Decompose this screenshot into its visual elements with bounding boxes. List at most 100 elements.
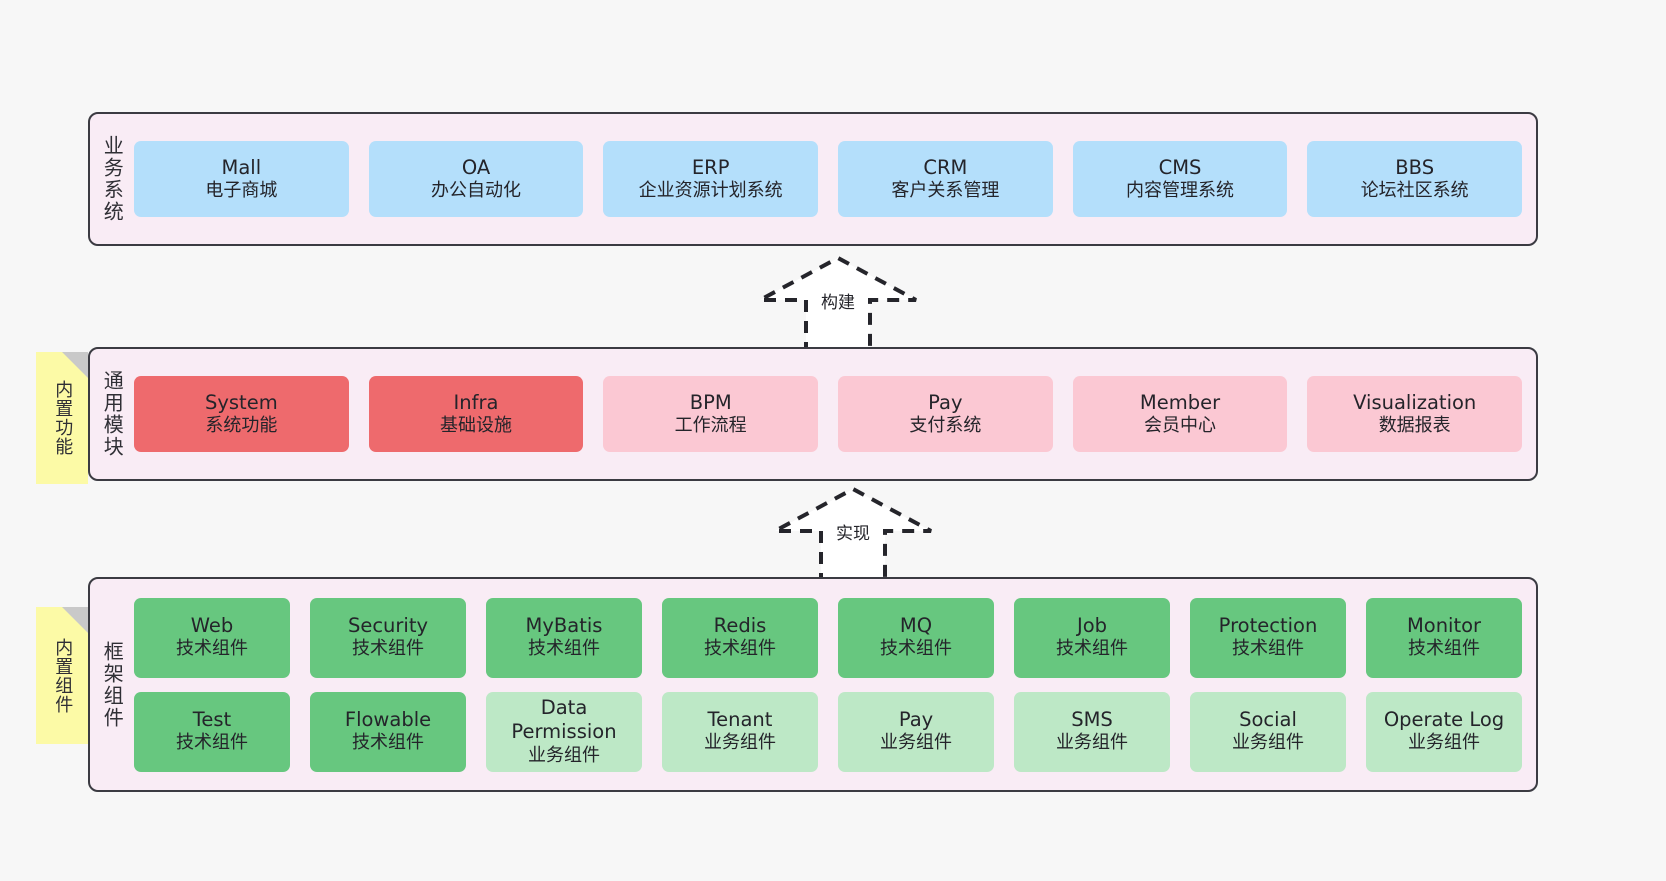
module-card-crm[interactable]: CRM 客户关系管理 <box>838 141 1053 217</box>
card-title: Infra <box>453 390 499 414</box>
card-subtitle: 技术组件 <box>880 638 952 660</box>
card-title: Operate Log <box>1383 708 1505 732</box>
component-card-social[interactable]: Social 业务组件 <box>1190 691 1346 772</box>
card-title: Monitor <box>1406 614 1482 638</box>
card-title: Member <box>1139 390 1221 414</box>
card-subtitle: 技术组件 <box>176 638 248 660</box>
component-card-web[interactable]: Web 技术组件 <box>134 597 290 678</box>
layer-label-business: 业务系统 <box>100 135 125 223</box>
component-card-data-permission[interactable]: Data Permission 业务组件 <box>486 691 642 772</box>
card-title: Web <box>190 614 234 638</box>
card-title: BPM <box>689 390 732 414</box>
card-subtitle: 会员中心 <box>1144 414 1217 436</box>
card-title: OA <box>461 155 491 179</box>
component-card-sms[interactable]: SMS 业务组件 <box>1014 691 1170 772</box>
layer-body-common: System 系统功能 Infra 基础设施 BPM 工作流程 Pay 支付系统… <box>134 349 1536 479</box>
module-card-pay[interactable]: Pay 支付系统 <box>838 376 1053 452</box>
component-card-operate-log[interactable]: Operate Log 业务组件 <box>1366 691 1522 772</box>
card-subtitle: 业务组件 <box>704 732 776 754</box>
layer-body-business: Mall 电子商城 OA 办公自动化 ERP 企业资源计划系统 CRM 客户关系… <box>134 114 1536 244</box>
layer-body-framework: Web 技术组件 Security 技术组件 MyBatis 技术组件 Redi… <box>134 579 1536 790</box>
module-card-cms[interactable]: CMS 内容管理系统 <box>1072 141 1288 217</box>
component-card-redis[interactable]: Redis 技术组件 <box>662 597 818 678</box>
sticky-note-label: 内置组件 <box>52 637 74 714</box>
card-subtitle: 支付系统 <box>909 414 982 436</box>
card-subtitle: 企业资源计划系统 <box>638 179 783 201</box>
card-title: CMS <box>1158 155 1202 179</box>
module-card-oa[interactable]: OA 办公自动化 <box>368 141 584 217</box>
card-subtitle: 业务组件 <box>1408 732 1480 754</box>
layer-label-common: 通用模块 <box>100 370 125 458</box>
card-title: MQ <box>899 614 933 638</box>
card-title: Test <box>192 708 232 732</box>
card-subtitle: 技术组件 <box>176 732 248 754</box>
layer-label-framework: 框架组件 <box>100 640 125 729</box>
card-title: CRM <box>923 155 968 179</box>
sticky-note-label: 内置功能 <box>52 380 74 456</box>
card-subtitle: 业务组件 <box>880 732 952 754</box>
card-subtitle: 业务组件 <box>1056 732 1128 754</box>
card-title: Protection <box>1218 614 1318 638</box>
card-title: Flowable <box>344 708 432 732</box>
card-row: Mall 电子商城 OA 办公自动化 ERP 企业资源计划系统 CRM 客户关系… <box>134 141 1523 217</box>
card-subtitle: 论坛社区系统 <box>1360 179 1469 201</box>
module-card-member[interactable]: Member 会员中心 <box>1072 376 1288 452</box>
arrow-up-icon <box>759 255 917 356</box>
card-title: Job <box>1076 614 1108 638</box>
card-title: Pay <box>898 708 934 732</box>
card-title: Tenant <box>707 708 773 732</box>
sticky-note-builtin-functions: 内置功能 <box>36 352 88 484</box>
card-subtitle: 技术组件 <box>1056 638 1128 660</box>
card-subtitle: 电子商城 <box>205 179 278 201</box>
card-title: Pay <box>928 390 963 414</box>
component-card-tenant[interactable]: Tenant 业务组件 <box>662 691 818 772</box>
connector-arrow-build: 构建 <box>748 252 928 362</box>
card-subtitle: 技术组件 <box>528 638 600 660</box>
layer-panel-framework: 框架组件 Web 技术组件 Security 技术组件 MyBatis 技术组件… <box>88 577 1538 792</box>
card-subtitle: 技术组件 <box>704 638 776 660</box>
component-card-mq[interactable]: MQ 技术组件 <box>838 597 994 678</box>
card-title: MyBatis <box>525 614 603 638</box>
card-subtitle: 技术组件 <box>1232 638 1304 660</box>
card-row: System 系统功能 Infra 基础设施 BPM 工作流程 Pay 支付系统… <box>134 376 1523 452</box>
module-card-bpm[interactable]: BPM 工作流程 <box>603 376 819 452</box>
card-title: Mall <box>221 155 262 179</box>
layer-panel-business: 业务系统 Mall 电子商城 OA 办公自动化 ERP 企业资源计划系统 CRM… <box>88 112 1538 246</box>
component-card-job[interactable]: Job 技术组件 <box>1014 597 1170 678</box>
module-card-visualization[interactable]: Visualization 数据报表 <box>1307 376 1523 452</box>
sticky-note-builtin-components: 内置组件 <box>36 607 88 744</box>
module-card-infra[interactable]: Infra 基础设施 <box>368 376 584 452</box>
layer-panel-common: 通用模块 System 系统功能 Infra 基础设施 BPM 工作流程 Pay… <box>88 347 1538 481</box>
card-subtitle: 基础设施 <box>440 414 512 436</box>
card-row-business: Test 技术组件 Flowable 技术组件 Data Permission … <box>134 691 1522 772</box>
component-card-security[interactable]: Security 技术组件 <box>310 597 466 678</box>
component-card-mybatis[interactable]: MyBatis 技术组件 <box>486 597 642 678</box>
module-card-erp[interactable]: ERP 企业资源计划系统 <box>603 141 819 217</box>
card-title: Visualization <box>1353 390 1477 414</box>
module-card-bbs[interactable]: BBS 论坛社区系统 <box>1307 141 1523 217</box>
arrow-up-icon <box>774 486 932 587</box>
card-title: BBS <box>1395 155 1435 179</box>
component-card-pay[interactable]: Pay 业务组件 <box>838 691 994 772</box>
card-title: SMS <box>1071 708 1113 732</box>
card-subtitle: 办公自动化 <box>431 179 521 201</box>
card-subtitle: 系统功能 <box>205 414 278 436</box>
component-card-monitor[interactable]: Monitor 技术组件 <box>1366 597 1522 678</box>
module-card-system[interactable]: System 系统功能 <box>134 376 349 452</box>
card-subtitle: 客户关系管理 <box>891 179 1000 201</box>
card-title: Redis <box>713 614 767 638</box>
card-subtitle: 技术组件 <box>352 732 424 754</box>
card-subtitle: 内容管理系统 <box>1126 179 1235 201</box>
card-subtitle: 业务组件 <box>1232 732 1304 754</box>
card-subtitle: 技术组件 <box>352 638 424 660</box>
card-subtitle: 技术组件 <box>1408 638 1480 660</box>
card-subtitle: 业务组件 <box>528 744 600 766</box>
card-title: ERP <box>691 155 730 179</box>
component-card-test[interactable]: Test 技术组件 <box>134 691 290 772</box>
module-card-mall[interactable]: Mall 电子商城 <box>134 141 349 217</box>
card-subtitle: 工作流程 <box>674 414 747 436</box>
card-title: Data Permission <box>511 695 617 744</box>
component-card-flowable[interactable]: Flowable 技术组件 <box>310 691 466 772</box>
component-card-protection[interactable]: Protection 技术组件 <box>1190 597 1346 678</box>
card-title: System <box>204 390 278 414</box>
